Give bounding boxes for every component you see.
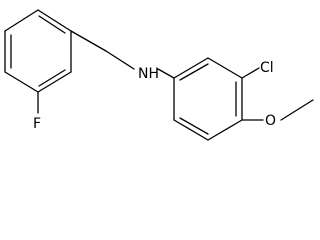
bond-o-methyl xyxy=(280,99,314,121)
double-bond-inner xyxy=(38,69,66,87)
double-bond-inner xyxy=(179,63,209,81)
fluorophenyl-ring xyxy=(4,9,72,93)
bond-c-cl xyxy=(241,67,260,79)
bond-ring-ch2 xyxy=(70,30,107,52)
bond xyxy=(173,119,209,141)
bond xyxy=(207,119,243,141)
bond-ch2-n xyxy=(105,50,135,70)
bond xyxy=(207,57,243,79)
fluorine-label: F xyxy=(33,116,41,132)
oxygen-label: O xyxy=(265,113,276,129)
chlorine-label: Cl xyxy=(260,60,274,76)
bond-n-ring xyxy=(157,68,175,79)
bond xyxy=(37,9,72,32)
bond xyxy=(173,57,209,79)
chloromethoxyphenyl-ring xyxy=(173,57,243,141)
molecule-canvas: F NH Cl O xyxy=(4,9,314,141)
nitrogen-hydrogen-label: NH xyxy=(138,66,159,82)
bond xyxy=(4,9,39,32)
double-bond-inner xyxy=(38,15,66,34)
bond xyxy=(4,71,39,93)
double-bond-inner xyxy=(179,117,209,135)
bond xyxy=(37,71,72,93)
structure-drawing: F NH Cl O xyxy=(4,9,314,141)
